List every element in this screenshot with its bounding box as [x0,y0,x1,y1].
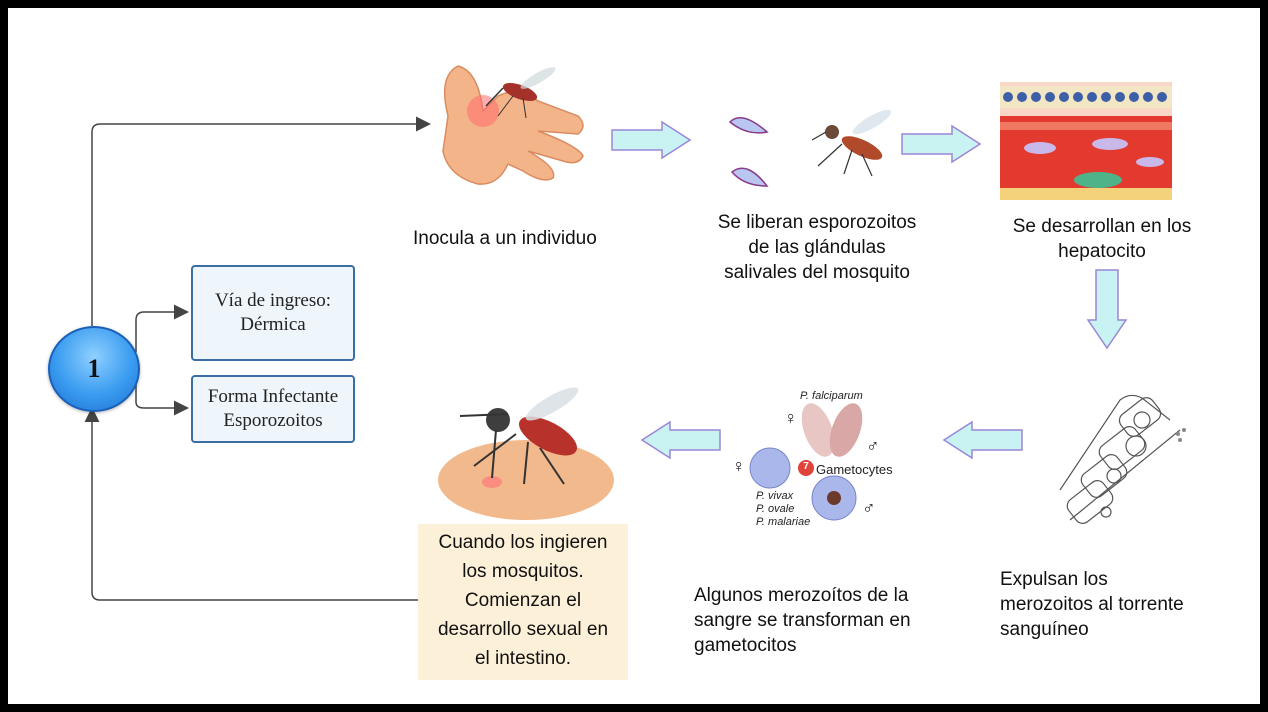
step-sporozoites-caption: Se liberan esporozoitos de las glándulas… [717,212,917,283]
female-symbol-top: ♀ [784,408,798,428]
arrow-right-1 [611,120,692,160]
infective-form-box: Forma Infectante Esporozoitos [191,375,355,443]
arrow-right-2 [901,124,982,164]
female-symbol-left: ♀ [732,456,746,476]
male-symbol-bottom: ♂ [862,498,876,518]
connector-bottom-return [84,407,418,601]
hand-mosquito-illustration [442,65,584,185]
arrow-left-2 [640,420,721,460]
infective-form-text: Forma Infectante Esporozoitos [207,386,339,431]
step-inoculate-caption: Inocula a un individuo [413,228,597,249]
hepatocyte-tissue-illustration [1000,82,1172,200]
step-merozoites-caption: Expulsan los merozoitos al torrente sang… [1000,569,1184,640]
gametocytes-figure: P. falciparum ♀ ♂ ♀ 7 Gametocytes ♂ P. v… [722,386,902,536]
sporozoites-mosquito-illustration [728,109,892,187]
species-vivax: P. vivax [756,490,794,502]
connector-top [91,116,431,326]
species-malariae: P. malariae [756,516,811,528]
species-ovale: P. ovale [756,503,795,515]
step-hepatocyte-caption: Se desarrollan en los hepatocito [1012,216,1192,262]
merozoite-release-illustration [1059,394,1186,524]
connector-box-2 [135,384,189,416]
arrow-down [1086,269,1128,350]
gametocytes-label: Gametocytes [816,462,893,477]
male-symbol-top: ♂ [866,436,880,456]
arrow-left-1 [942,420,1023,460]
species-list: P. vivax P. ovale P. malariae [756,490,810,529]
entry-route-text: Vía de ingreso: Dérmica [214,290,332,335]
mosquito-feeding-illustration [438,387,614,520]
start-node: 1 [48,326,140,412]
step-gametocytes-caption: Algunos merozoítos de la sangre se trans… [694,585,911,656]
gametocyte-cells [749,403,863,521]
gametocyte-badge: 7 [803,461,809,472]
start-node-label: 1 [87,354,101,383]
falciparum-label: P. falciparum [800,390,863,402]
connector-box-1 [135,304,189,352]
entry-route-box: Vía de ingreso: Dérmica [191,265,355,361]
step-ingestion-box: Cuando los ingieren los mosquitos. Comie… [418,524,628,680]
